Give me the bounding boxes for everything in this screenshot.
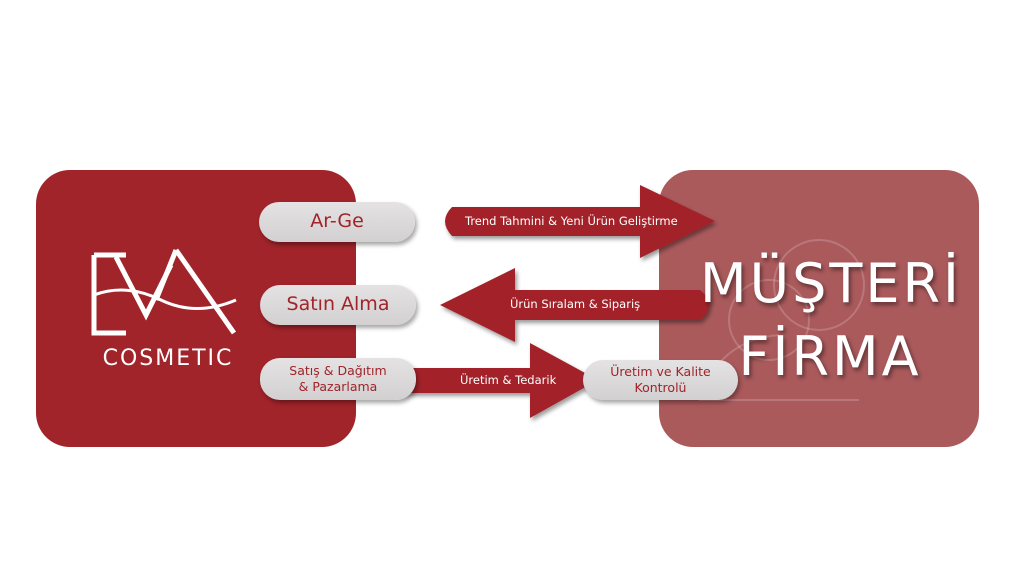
arrow-middle-label: Ürün Sıralam & Sipariş (510, 297, 641, 311)
arrow-right-top (445, 185, 715, 258)
pill-satis: Satış & Dağıtım & Pazarlama (260, 358, 416, 400)
pill-satin-alma: Satın Alma (260, 285, 416, 325)
arrow-bottom-label: Üretim & Tedarik (460, 373, 557, 387)
pill-arge: Ar-Ge (259, 202, 415, 242)
eva-logo (91, 248, 237, 336)
pill-uretim-line2: Kontrolü (634, 380, 687, 395)
arrow-right-bottom (400, 343, 598, 418)
pill-uretim-line1: Üretim ve Kalite (610, 364, 711, 380)
pill-uretim: Üretim ve Kalite Kontrolü (583, 360, 738, 400)
customer-company-box (659, 170, 979, 447)
pill-satis-line1: Satış & Dağıtım (289, 363, 387, 379)
pill-satis-line2: & Pazarlama (298, 379, 378, 394)
logo-subtitle: COSMETIC (102, 346, 234, 371)
arrow-left-middle (440, 268, 709, 342)
customer-line1: MÜŞTERİ (700, 252, 962, 315)
pill-arge-label: Ar-Ge (310, 210, 364, 233)
arrow-top-label: Trend Tahmini & Yeni Ürün Geliştirme (465, 214, 678, 228)
pill-satin-alma-label: Satın Alma (286, 293, 390, 316)
customer-line2: FİRMA (738, 325, 922, 388)
